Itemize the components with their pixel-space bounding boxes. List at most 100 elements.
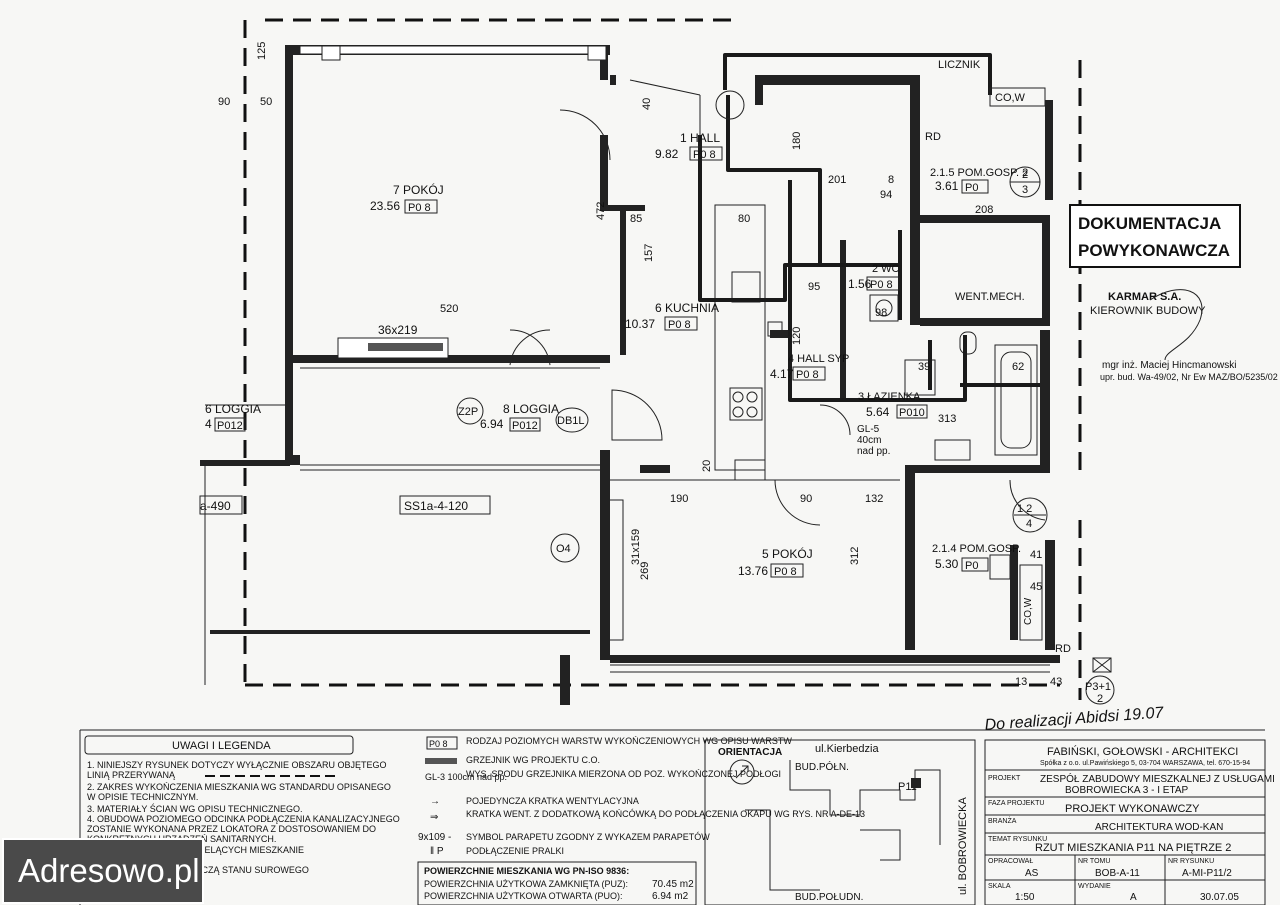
dim: 94: [880, 189, 892, 201]
doors: [509, 109, 1046, 526]
symbol-text: GRZEJNIK WG PROJEKTU C.O.: [466, 755, 600, 765]
gl5-nad: nad pp.: [857, 446, 890, 457]
radiator-size-label: 36x219: [378, 323, 418, 337]
section-23-bottom: 3: [1022, 184, 1028, 196]
dim: 180: [791, 132, 803, 150]
symbol-text: PODŁĄCZENIE PRALKI: [466, 846, 564, 856]
legend-note: 1. NINIEJSZY RYSUNEK DOTYCZY WYŁĄCZNIE O…: [87, 760, 387, 770]
sill-a490-label: a-490: [200, 499, 231, 513]
projekt: ZESPÓŁ ZABUDOWY MIESZKALNEJ Z USŁUGAMI: [1040, 772, 1275, 785]
legend-panel: UWAGI I LEGENDA 1. NINIEJSZY RYSUNEK DOT…: [79, 729, 1265, 905]
area-value: 6.94 m2: [652, 891, 689, 902]
dim: 45: [1030, 581, 1042, 593]
room-5-area: 13.76: [738, 564, 768, 578]
room-6-code: P0 8: [668, 319, 691, 331]
nr-tomu: BOB-A-11: [1095, 868, 1140, 879]
cow-label: CO,W: [995, 92, 1026, 104]
street-top: ul.Kierbedzia: [815, 743, 879, 755]
room-labels: 7 POKÓJ 23.56 P0 8 1 HALL 9.82 P0 8 6 KU…: [205, 131, 1028, 578]
room-gosp2-name: 2.1.5 POM.GOSP. 2: [930, 167, 1028, 179]
o4-tag: O4: [556, 543, 571, 555]
orientation-title: ORIENTACJA: [718, 747, 782, 758]
legend-note: LINIĄ PRZERYWANĄ: [87, 770, 176, 780]
dim: 90: [800, 493, 812, 505]
nr-tomu-label: NR TOMU: [1078, 858, 1110, 865]
dim: 62: [1012, 361, 1024, 373]
as-built-stamp: DOKUMENTACJA POWYKONAWCZA KARMAR S.A. KI…: [1069, 204, 1278, 382]
dim: 312: [849, 547, 861, 565]
room-4-name: 4 HALL SYP: [788, 353, 849, 365]
room-3-code: P010: [899, 407, 925, 419]
dim: 8: [888, 174, 894, 186]
symbol-text: SYMBOL PARAPETU ZGODNY Z WYKAZEM PARAPET…: [466, 832, 710, 842]
annotations: LICZNIK CO,W RD RD WENT.MECH. CO,W GL-5 …: [199, 59, 1115, 705]
z2p-tag: Z2P: [458, 406, 478, 418]
radiator-36x219: 36x219: [337, 323, 449, 359]
room-6-name: 6 KUCHNIA: [655, 301, 719, 315]
room-3-area: 5.64: [866, 405, 890, 419]
faza: PROJEKT WYKONAWCZY: [1065, 803, 1200, 815]
room-2-code: P0 8: [870, 279, 893, 291]
symbol-key: →: [430, 796, 440, 807]
temat: RZUT MIESZKANIA P11 NA PIĘTRZE 2: [1035, 842, 1231, 854]
projekt-2: BOBROWIECKA 3 - I ETAP: [1065, 785, 1189, 796]
dim: 472: [595, 202, 607, 220]
stamp-license: upr. bud. Wa-49/02, Nr Ew MAZ/BO/5235/02: [1100, 372, 1278, 382]
dim: 125: [256, 42, 268, 60]
radiator-top: [299, 45, 607, 61]
dim: 50: [260, 96, 272, 108]
dim: 201: [828, 174, 846, 186]
symbol-text: POJEDYNCZA KRATKA WENTYLACYJNA: [466, 796, 639, 806]
room-6l-area: 4: [205, 417, 212, 431]
areas-title: POWIERZCHNIE MIESZKANIA WG PN-ISO 9836:: [424, 866, 629, 876]
room-4-area: 4.17: [770, 367, 794, 381]
temat-label: TEMAT RYSUNKU: [988, 836, 1047, 843]
symbol-key: P0 8: [429, 739, 448, 749]
skala-label: SKALA: [988, 883, 1011, 890]
dim: 20: [701, 460, 713, 472]
opracowal-label: OPRACOWAŁ: [988, 858, 1033, 865]
symbol-key: ‖ P: [430, 846, 444, 857]
room-gosp1-code: P0: [965, 560, 978, 572]
rd-label: RD: [925, 131, 941, 143]
symbol-text: WYS. SPODU GRZEJNIKA MIERZONA OD POZ. WY…: [466, 769, 781, 779]
room-1-area: 9.82: [655, 147, 679, 161]
room-8-area: 6.94: [480, 417, 504, 431]
kitchen-fixtures: [714, 204, 783, 481]
wydanie-label: WYDANIE: [1078, 883, 1111, 890]
dim: 90: [218, 96, 230, 108]
nr-rys: A-MI-P11/2: [1182, 868, 1232, 879]
stamp-line1: DOKUMENTACJA: [1078, 214, 1221, 233]
room-5-name: 5 POKÓJ: [762, 546, 813, 561]
room-gosp2-area: 3.61: [935, 179, 959, 193]
legend-note: DZIELĄCYCH MIESZKANIE: [190, 845, 304, 855]
data: 30.07.05: [1200, 892, 1239, 903]
dimension-labels: 90 50 125 472 520 40 85 157 80 180 201 8…: [218, 42, 1062, 688]
firm-address: Spółka z o.o. ul.Pawińskiego 5, 03-704 W…: [1040, 760, 1250, 767]
dim: 520: [440, 303, 458, 315]
legend-note: 2. ZAKRES WYKOŃCZENIA MIESZKANIA WG STAN…: [87, 782, 391, 792]
room-7-area: 23.56: [370, 199, 400, 213]
room-7-code: P0 8: [408, 202, 431, 214]
dim: 80: [738, 213, 750, 225]
dim: 43: [1050, 676, 1062, 688]
projekt-label: PROJEKT: [988, 775, 1021, 782]
legend-note: W OPISIE TECHNICZNYM.: [87, 792, 198, 802]
symbol-key: GL-3 100cm nad pp.: [425, 772, 507, 782]
dim: 41: [1030, 549, 1042, 561]
street-right: ul. BOBROWIECKA: [957, 797, 969, 895]
room-gosp1-area: 5.30: [935, 557, 959, 571]
room-1-name: 1 HALL: [680, 131, 720, 145]
dim: 95: [808, 281, 820, 293]
pipe-runs: [698, 53, 1040, 402]
legend-note: 4. OBUDOWA POZIOMEGO ODCINKA PODŁĄCZENIA…: [87, 814, 400, 824]
dim: 190: [670, 493, 688, 505]
room-4-code: P0 8: [796, 369, 819, 381]
nr-rys-label: NR RYSUNKU: [1168, 858, 1214, 865]
room-3-name: 3 ŁAZIENKA: [858, 391, 921, 403]
section-12-top: 1 2: [1017, 503, 1032, 515]
stamp-person: mgr inż. Maciej Hincmanowski: [1102, 360, 1236, 371]
room-gosp2-code: P0: [965, 182, 978, 194]
faza-label: FAZA PROJEKTU: [988, 800, 1044, 807]
dim: 157: [643, 244, 655, 262]
